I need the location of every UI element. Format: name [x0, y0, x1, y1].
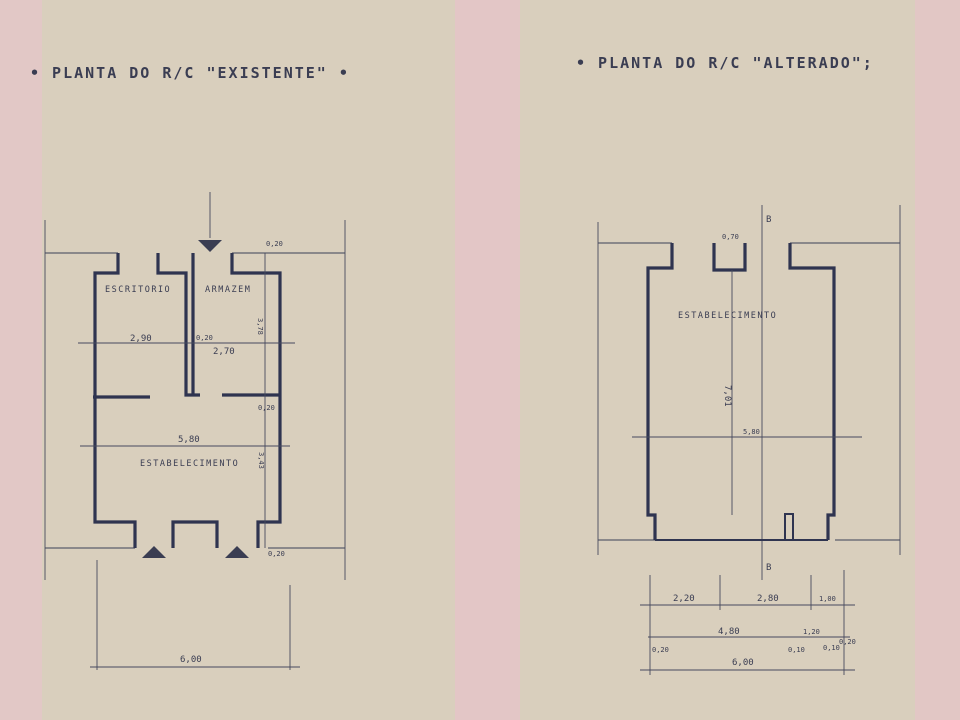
room-label-shop: ESTABELECIMENTO [678, 311, 777, 321]
section-marker-bottom: B [766, 563, 771, 573]
dim-label: 2,80 [757, 594, 779, 604]
left-floor-plan: • PLANTA DO R/C "EXISTENTE" • ESCRITORIO… [30, 64, 350, 670]
room-label-shop: ESTABELECIMENTO [140, 459, 239, 469]
dim-label: 0,20 [258, 404, 275, 412]
dim-label: 0,20 [268, 550, 285, 558]
dim-label: 0,10 [823, 644, 840, 652]
dim-label: 0,20 [266, 240, 283, 248]
dim-label: 0,70 [722, 233, 739, 241]
dim-label: 3,43 [257, 452, 265, 469]
room-label-storage: ARMAZEM [205, 285, 251, 295]
dim-label: 0,10 [788, 646, 805, 654]
dim-label: 4,80 [718, 627, 740, 637]
dim-label: 0,20 [839, 638, 856, 646]
dim-label: 1,00 [819, 595, 836, 603]
dim-label: 0,20 [652, 646, 669, 654]
dim-label: 6,00 [180, 655, 202, 665]
dim-label: 2,70 [213, 347, 235, 357]
left-plan-title: • PLANTA DO R/C "EXISTENTE" • [30, 64, 350, 82]
right-plan-title: • PLANTA DO R/C "ALTERADO"; [576, 54, 874, 72]
paper-stripe [455, 0, 520, 720]
paper-stripe [0, 0, 42, 720]
entrance-arrow-icon [225, 546, 249, 558]
section-marker-top: B [766, 215, 771, 225]
dim-label: 5,80 [743, 428, 760, 436]
dim-label: 5,80 [178, 435, 200, 445]
entrance-arrow-icon [142, 546, 166, 558]
dim-label: 1,20 [803, 628, 820, 636]
dim-label: 6,00 [732, 658, 754, 668]
dim-label: 3,78 [256, 318, 264, 335]
entrance-arrow-icon [198, 240, 222, 252]
paper-stripe [915, 0, 960, 720]
right-floor-plan: • PLANTA DO R/C "ALTERADO"; B B ESTABELE… [576, 54, 901, 675]
dim-label: 2,20 [673, 594, 695, 604]
dim-label: 0,20 [196, 334, 213, 342]
room-label-office: ESCRITORIO [105, 285, 171, 295]
dim-label: 2,90 [130, 334, 152, 344]
dim-label: 7,01 [722, 385, 732, 407]
